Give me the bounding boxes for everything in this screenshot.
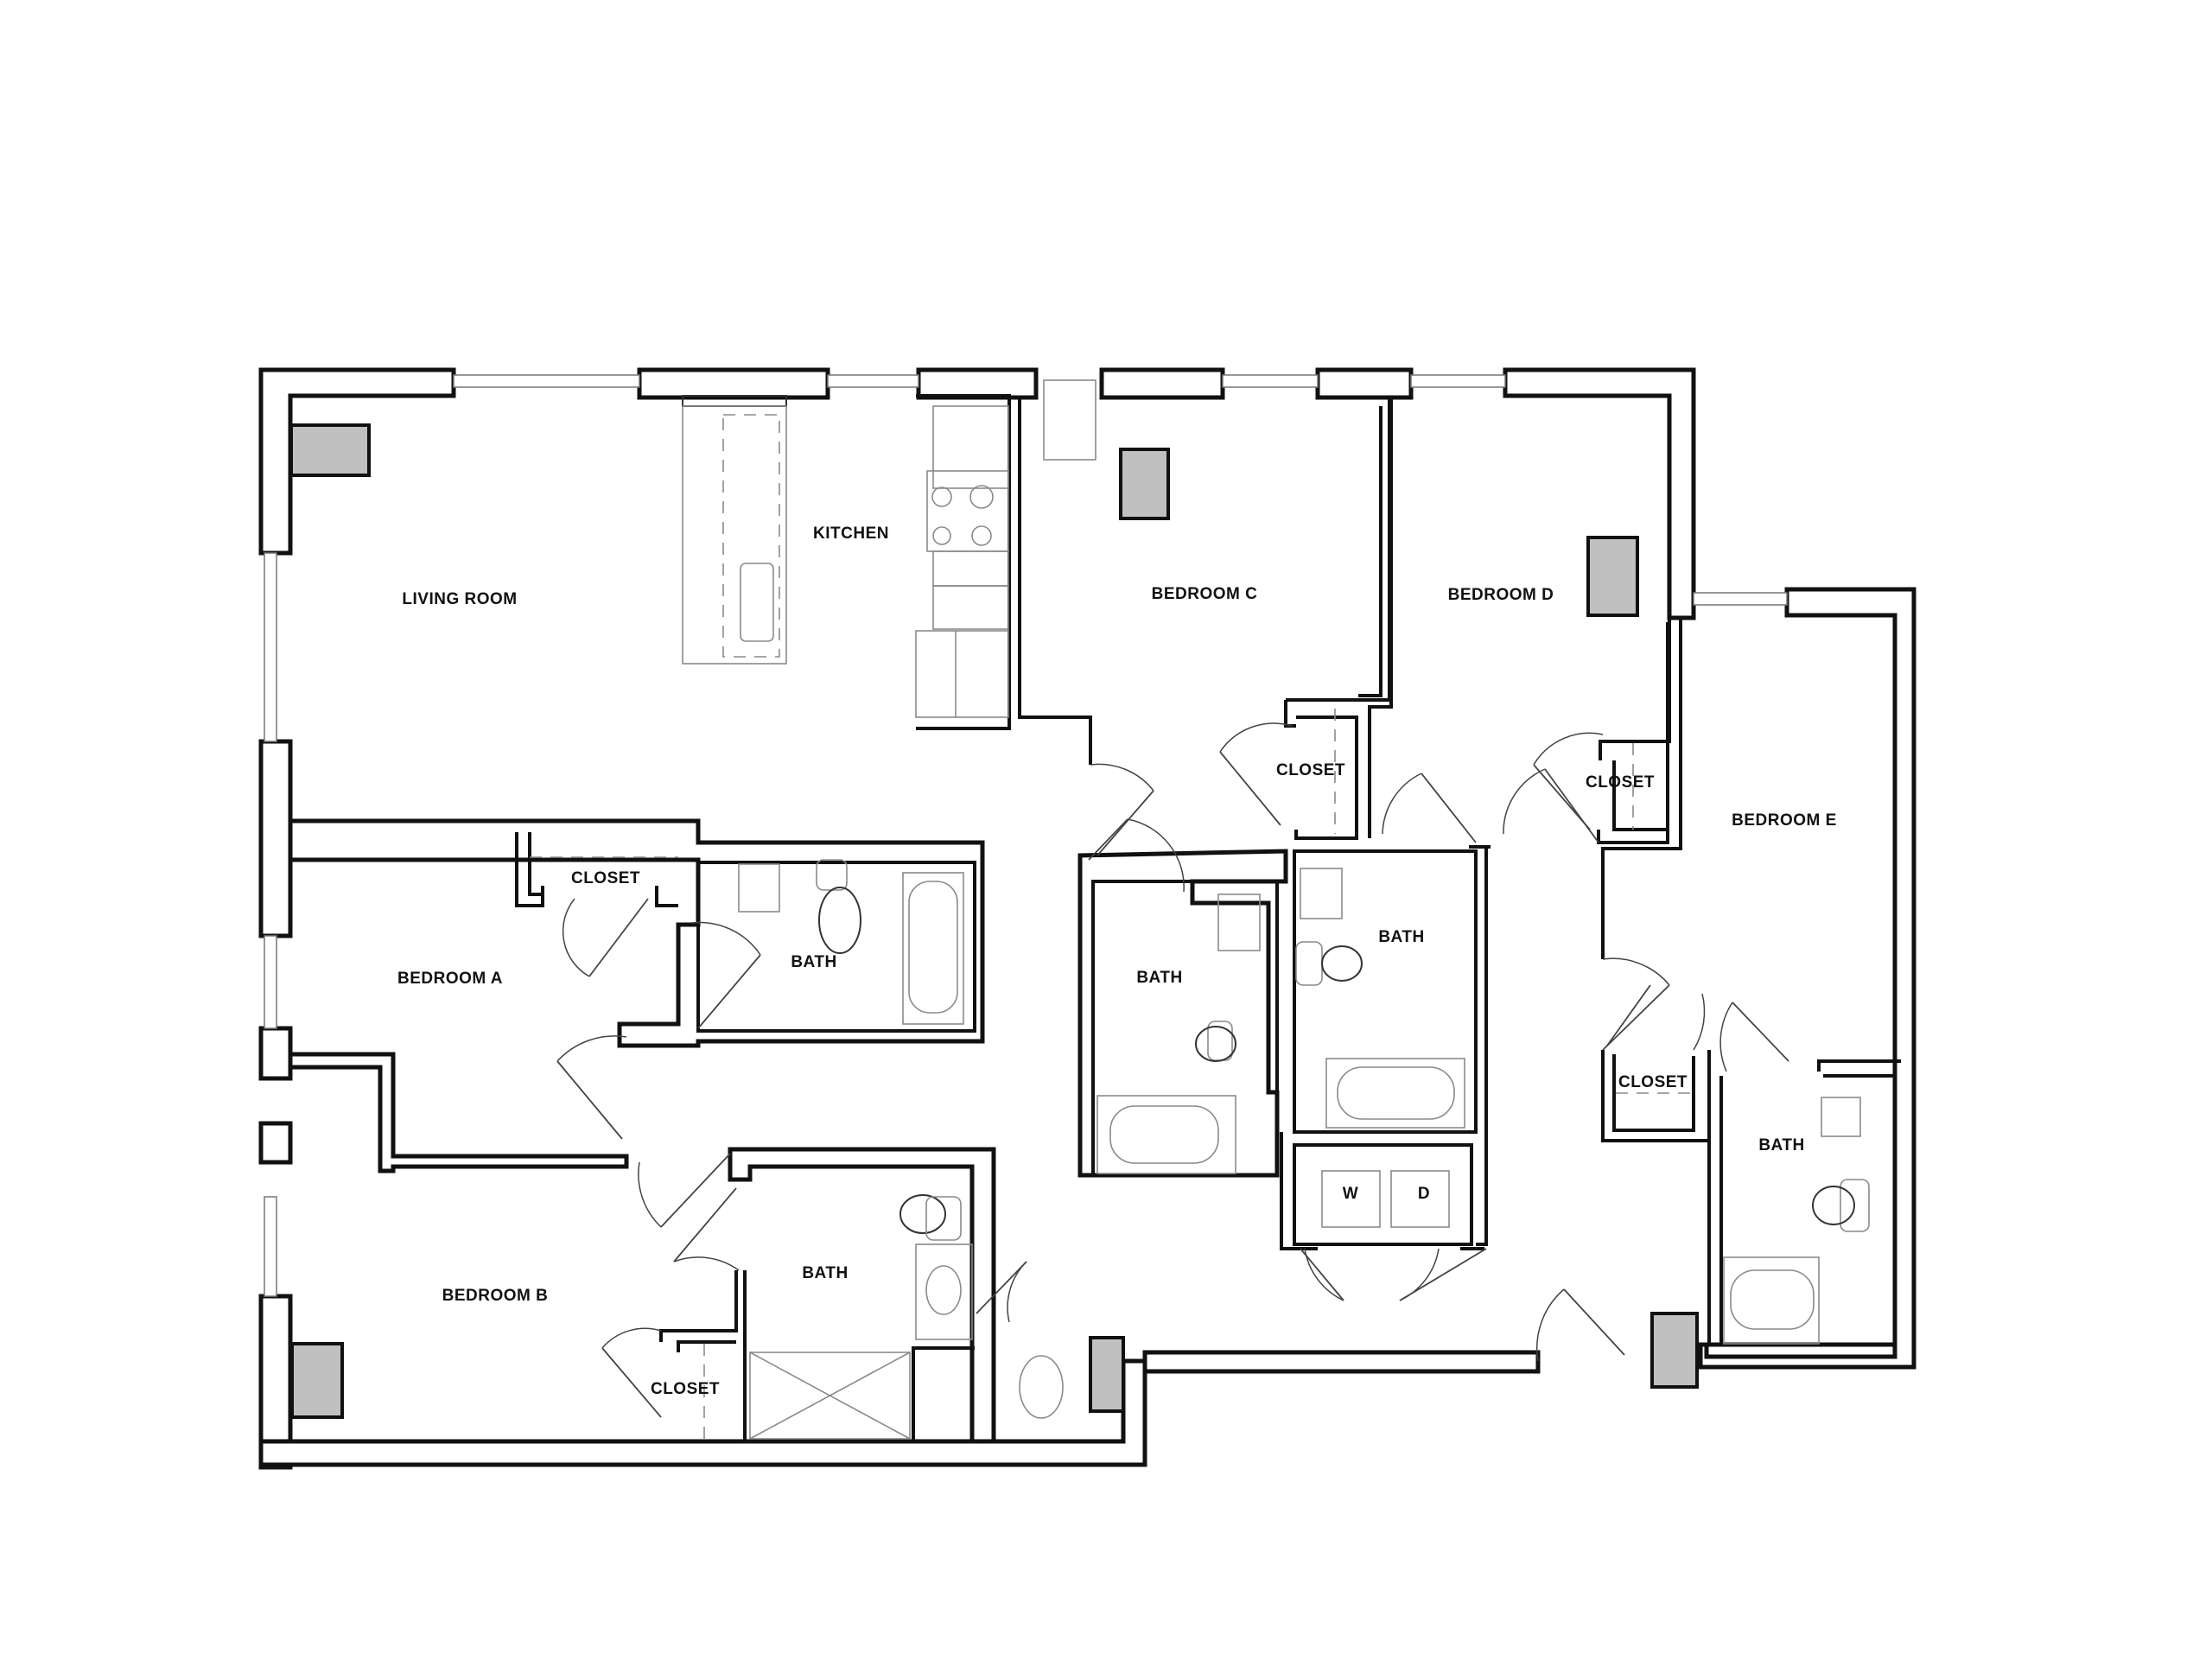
interior-walls	[288, 394, 1901, 1444]
room-label-living-room: LIVING ROOM	[402, 590, 518, 608]
room-label-bath-e: BATH	[1758, 1136, 1805, 1154]
room-label-washer: W	[1342, 1185, 1359, 1203]
room-label-bedroom-a: BEDROOM A	[397, 970, 504, 988]
room-label-closet-c: CLOSET	[1275, 761, 1346, 779]
room-label-bath-c: BATH	[1136, 969, 1183, 987]
room-label-closet-b: CLOSET	[650, 1380, 721, 1398]
room-label-bedroom-d: BEDROOM D	[1447, 586, 1554, 604]
room-label-bedroom-b: BEDROOM B	[442, 1287, 549, 1305]
door-swings	[556, 722, 1789, 1418]
room-label-closet-e: CLOSET	[1618, 1073, 1688, 1091]
windows	[264, 374, 1788, 1297]
room-label-bedroom-c: BEDROOM C	[1151, 585, 1258, 603]
room-label-bedroom-e: BEDROOM E	[1732, 811, 1837, 830]
room-label-kitchen: KITCHEN	[813, 525, 889, 543]
bath-fixtures	[738, 859, 1870, 1440]
room-label-closet-d: CLOSET	[1585, 773, 1656, 792]
kitchen-fixtures	[682, 379, 1096, 718]
room-label-bath-b: BATH	[802, 1264, 849, 1282]
room-label-dryer: D	[1417, 1185, 1431, 1203]
hvac-units	[289, 423, 1699, 1419]
room-label-closet-a: CLOSET	[570, 869, 641, 887]
room-label-bath-a: BATH	[791, 953, 837, 971]
closet-rods	[530, 709, 1694, 1439]
room-label-bath-d: BATH	[1378, 928, 1425, 946]
